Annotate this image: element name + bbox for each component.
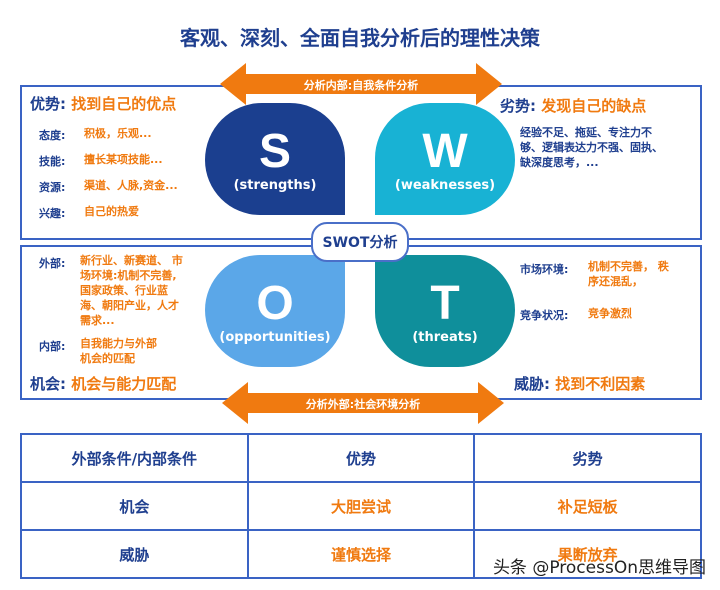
threats-heading: 威胁: 找到不利因素 <box>514 375 646 393</box>
opportunities-quadrant: O (opportunities) <box>205 255 345 367</box>
table-row: 外部条件/内部条件 优势 劣势 <box>20 433 702 483</box>
strengths-quadrant: S (strengths) <box>205 103 345 215</box>
matrix-corner-header: 外部条件/内部条件 <box>20 433 249 483</box>
external-line: 需求... <box>80 314 115 327</box>
matrix-cell: 补足短板 <box>473 481 702 531</box>
table-row: 威胁 谨慎选择 果断放弃 <box>20 529 702 579</box>
market-label: 市场环境: <box>520 263 569 276</box>
weaknesses-heading: 劣势: 发现自己的缺点 <box>500 97 647 115</box>
matrix-cell: 谨慎选择 <box>246 529 476 579</box>
resources-value: 渠道、人脉,资金... <box>84 179 178 192</box>
interest-label: 兴趣: <box>39 207 66 220</box>
internal-text: 自我能力与外部 机会的匹配 <box>80 336 157 366</box>
attitude-label: 态度: <box>39 129 66 142</box>
threats-quadrant: T (threats) <box>375 255 515 367</box>
market-line: 机制不完善， 秩 <box>588 260 669 273</box>
threats-letter: T <box>430 276 460 330</box>
strengths-word: (strengths) <box>233 177 317 193</box>
internal-label: 内部: <box>39 340 66 353</box>
top-arrow-label: 分析内部:自我条件分析 <box>303 79 419 92</box>
matrix-header-weakness: 劣势 <box>473 433 702 483</box>
page-title: 客观、深刻、全面自我分析后的理性决策 <box>180 26 540 50</box>
competition-value: 竞争激烈 <box>588 307 632 320</box>
weaknesses-text: 经验不足、拖延、专注力不 够、逻辑表达力不强、固执、 缺深度思考，... <box>520 125 663 170</box>
matrix-header-strength: 优势 <box>246 433 476 483</box>
skills-value: 擅长某项技能... <box>84 153 163 166</box>
internal-line: 机会的匹配 <box>80 352 135 365</box>
swot-center-label: SWOT分析 <box>311 222 409 262</box>
top-arrow <box>220 63 502 105</box>
opportunities-word: (opportunities) <box>219 329 331 345</box>
external-line: 国家政策、行业蓝 <box>80 284 168 297</box>
market-text: 机制不完善， 秩 序还混乱， <box>588 259 669 289</box>
weaknesses-quadrant: W (weaknesses) <box>375 103 515 215</box>
strengths-heading: 优势: 找到自己的优点 <box>30 95 177 113</box>
market-line: 序还混乱， <box>588 275 643 288</box>
threats-word: (threats) <box>412 329 478 345</box>
matrix-row-header: 机会 <box>20 481 249 531</box>
resources-label: 资源: <box>39 181 66 194</box>
strategy-matrix: 外部条件/内部条件 优势 劣势 机会 大胆尝试 补足短板 威胁 谨慎选择 果断放… <box>20 433 702 579</box>
table-row: 机会 大胆尝试 补足短板 <box>20 481 702 531</box>
external-label: 外部: <box>39 257 66 270</box>
weaknesses-word: (weaknesses) <box>394 177 496 193</box>
attitude-value: 积极，乐观... <box>84 127 152 140</box>
matrix-cell: 果断放弃 <box>473 529 702 579</box>
weaknesses-line: 够、逻辑表达力不强、固执、 <box>520 141 663 154</box>
external-line: 新行业、新赛道、 市 <box>80 254 183 267</box>
skills-label: 技能: <box>39 155 66 168</box>
external-line: 海、朝阳产业，人才 <box>80 299 179 312</box>
matrix-cell: 大胆尝试 <box>246 481 476 531</box>
weaknesses-line: 经验不足、拖延、专注力不 <box>520 126 652 139</box>
external-line: 场环境:机制不完善, <box>80 269 177 282</box>
weaknesses-line: 缺深度思考，... <box>520 156 599 169</box>
bottom-arrow-label: 分析外部:社会环境分析 <box>305 398 421 411</box>
internal-line: 自我能力与外部 <box>80 337 157 350</box>
opportunities-heading: 机会: 机会与能力匹配 <box>30 375 177 393</box>
interest-value: 自己的热爱 <box>84 205 139 218</box>
external-text: 新行业、新赛道、 市 场环境:机制不完善, 国家政策、行业蓝 海、朝阳产业，人才… <box>80 253 183 328</box>
matrix-row-header: 威胁 <box>20 529 249 579</box>
opportunities-letter: O <box>256 276 294 330</box>
weaknesses-letter: W <box>422 124 468 178</box>
watermark: 头条 @ProcessOn思维导图 <box>492 558 706 578</box>
competition-label: 竞争状况: <box>520 309 569 322</box>
strengths-letter: S <box>258 124 291 178</box>
bottom-arrow <box>222 382 504 424</box>
